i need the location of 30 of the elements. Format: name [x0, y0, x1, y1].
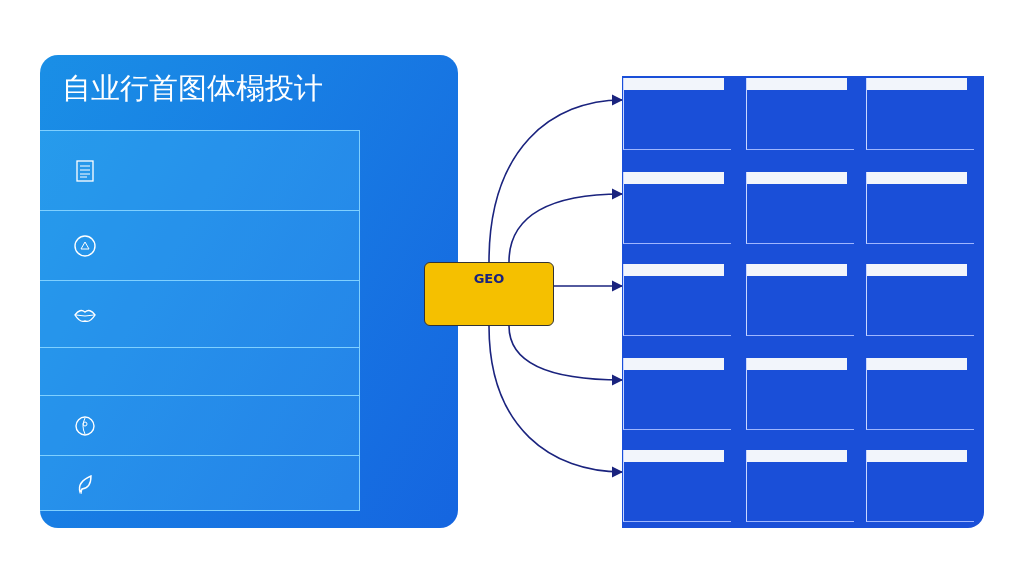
card [623, 78, 731, 150]
card [623, 172, 731, 244]
card [746, 450, 854, 522]
card [746, 264, 854, 336]
card [746, 358, 854, 430]
highlight-box: GEO [424, 262, 554, 326]
card [746, 78, 854, 150]
arrow [553, 280, 624, 292]
list-row [40, 347, 360, 395]
list-row [40, 210, 360, 280]
panel [622, 76, 984, 528]
arrow [508, 188, 624, 263]
arrow [488, 325, 624, 478]
list-row [40, 455, 360, 511]
card [866, 358, 974, 430]
card [866, 172, 974, 244]
card [866, 264, 974, 336]
card [623, 450, 731, 522]
card [623, 358, 731, 430]
panel [40, 55, 458, 528]
title: 自业行首图体榻投计 [62, 70, 323, 107]
card [866, 78, 974, 150]
card [623, 264, 731, 336]
list-row [40, 130, 360, 210]
arrow [508, 325, 624, 386]
list-row [40, 395, 360, 455]
list-row [40, 280, 360, 347]
arrow [488, 95, 624, 263]
card [746, 172, 854, 244]
card [866, 450, 974, 522]
